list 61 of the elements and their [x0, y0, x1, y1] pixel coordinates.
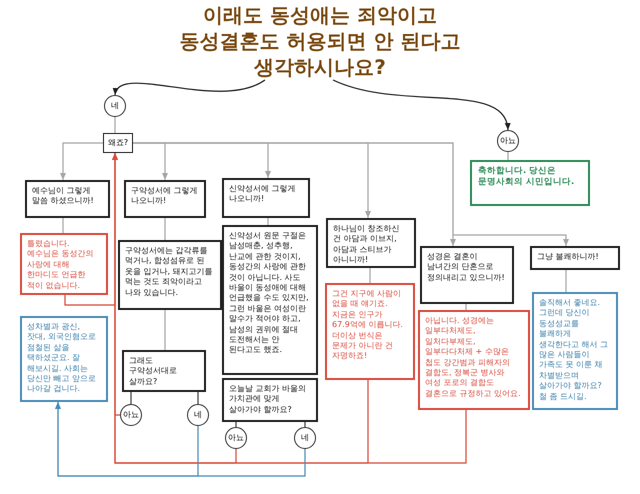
arrow — [332, 79, 510, 130]
verdict-text: 솔직해서 좋네요. 그런데 당신이 동성성교를 불쾌하게 생각한다고 해서 그 많은 사람들이 가족도 못 이룬 채 차별받으며 살아가야 할까요? 철 좀 드시길. — [539, 298, 610, 402]
verdict-text: 성차별과 광신, 잣대, 외국인혐오로 점철된 삶을 택하셨군요. 잘 해보시길. 사회는 당신만 빼고 앞으로 나아갈 겁니다. — [27, 322, 98, 395]
question-label: 왜죠? — [108, 138, 128, 148]
rebuttal-box — [418, 310, 530, 410]
rebuttal-text: 그건 지구에 사람이 없을 때 얘기죠. 지금은 인구가 67.9억에 이릅니다. 더이상 번식은 문제가 아니란 건 자명하죠! — [332, 289, 404, 362]
question-box — [103, 133, 133, 153]
connector-line — [164, 218, 166, 240]
reason-box — [222, 178, 310, 218]
answer-circle — [104, 95, 126, 117]
reason-text: 구약성서에는 갑각류를 먹거나, 합성섬유로 된 옷을 입거나, 돼지고기를 먹는 것도 죄악이라고 나와 있습니다. — [125, 246, 214, 298]
reason-text: 예수님이 그렇게 말씀 하셨으니까! — [32, 186, 95, 207]
reason-text: 신약성서 원문 구절은 남성매춘, 성추행, 난교에 관한 것이지, 동성간의 사랑에 관한 것이 아닙니다. 사도 바울이 동성애에 대해 언급했을 수도 있지만, 그런 바울은 여성이란 말수가 적어야 하고, 남성의 권위에 절대 도전해서는 안 된다고도 했죠. — [229, 231, 310, 356]
arrow — [60, 142, 103, 180]
answer-circle — [225, 427, 247, 449]
answer-label: 네 — [194, 410, 202, 420]
verdict-box — [532, 292, 618, 410]
answer-label: 네 — [301, 432, 309, 444]
reason-box — [420, 246, 514, 304]
rebuttal-text: 틀렸습니다. 예수님은 동성간의 사랑에 대해 한마디도 언급한 적이 없습니다. — [27, 239, 95, 291]
answer-circle — [187, 404, 209, 426]
reason-box — [222, 378, 318, 422]
connector-line — [62, 218, 64, 233]
rebuttal-text: 아닙니다. 성경에는 일부다처제도, 일처다부제도, 일부다다처제 + 수많은 첩도 강간범과 피해자의 결합도, 정복군 병사와 여성 포로의 결합도 결혼으로 규정하고 있어요. — [425, 316, 522, 400]
connector-line — [130, 392, 132, 404]
answer-label: 아뇨 — [228, 432, 244, 444]
connector-line — [369, 268, 371, 283]
answer-circle — [497, 130, 519, 152]
connector-line — [114, 117, 116, 133]
answer-circle — [294, 427, 316, 449]
answer-label: 아뇨 — [500, 136, 516, 146]
rebuttal-box — [20, 233, 108, 295]
reason-box — [122, 350, 206, 392]
reason-text: 구약성서에 그렇게 나오니까! — [131, 186, 199, 207]
question-title: 이래도 동성애는 죄악이고 동성결혼도 허용되면 안 된다고 생각하시나요? — [178, 2, 462, 80]
answer-label: 네 — [111, 100, 119, 112]
answer-circle — [120, 404, 142, 426]
connector-line — [197, 392, 199, 404]
verdict-box — [470, 160, 590, 206]
reason-box — [326, 218, 416, 268]
reason-box — [222, 225, 318, 375]
reason-text: 하나님이 창조하신 건 아담과 이브지, 아담과 스티브가 아니니까! — [333, 224, 401, 266]
reason-box — [118, 240, 222, 310]
reason-text: 그래도 구약성서대로 살까요? — [129, 356, 178, 388]
reason-text: 성경은 결혼이 남녀간의 단혼으로 정의내리고 있으니까! — [427, 252, 506, 284]
rebuttal-box — [325, 283, 415, 380]
verdict-text: 축하합니다. 당신은 문명사회의 시민입니다. — [478, 166, 576, 188]
connector-line — [565, 270, 567, 292]
answer-label: 아뇨 — [123, 410, 139, 420]
arrow — [112, 153, 467, 464]
reason-text: 그냥 불쾌하니까! — [537, 252, 600, 262]
reason-text: 오늘날 교회가 바울의 가치관에 맞게 살아가야 할까요? — [229, 384, 308, 416]
reason-box — [25, 180, 110, 218]
reason-box — [530, 246, 620, 270]
verdict-box — [20, 316, 108, 402]
connector-line — [164, 310, 166, 350]
arrow — [114, 79, 266, 96]
arrow — [133, 142, 569, 246]
arrow — [55, 402, 306, 477]
reason-text: 신약성서에 그렇게 나오니까! — [229, 184, 297, 205]
reason-box — [124, 180, 206, 218]
